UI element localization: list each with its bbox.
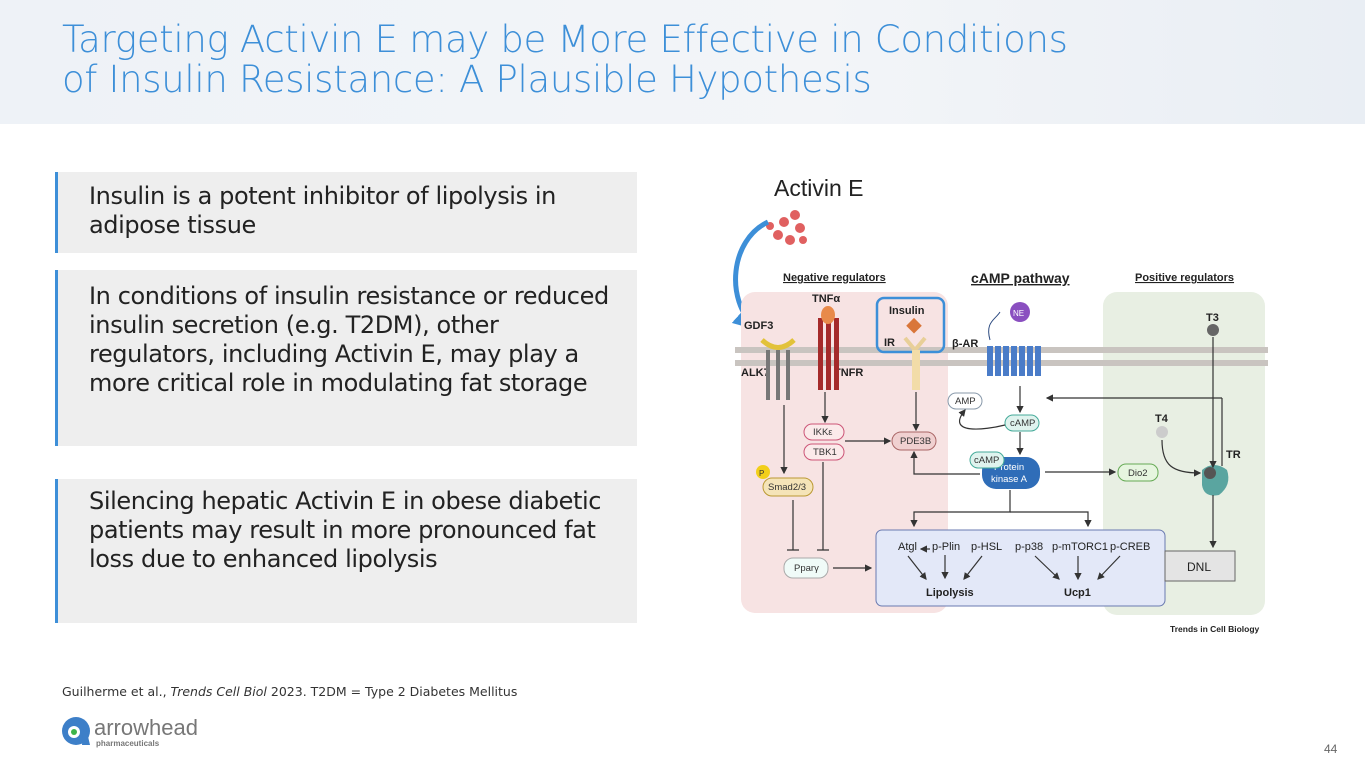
activin-e-label: Activin E <box>774 175 863 201</box>
p-mtorc1-label: p-mTORC1 <box>1052 541 1108 553</box>
diagram-source: Trends in Cell Biology <box>1170 624 1260 634</box>
camp-bound-node: cAMP <box>974 455 999 466</box>
bullet-text: Insulin is a potent inhibitor of lipolys… <box>89 182 556 239</box>
pde3b-node: PDE3B <box>900 436 931 447</box>
gdf3-label: GDF3 <box>744 320 773 332</box>
tr-label: TR <box>1226 449 1241 461</box>
ikke-node: IKKε <box>813 427 833 438</box>
smad-node: Smad2/3 <box>768 482 806 493</box>
logo-name: arrowhead <box>94 715 198 740</box>
t3-label: T3 <box>1206 312 1219 324</box>
pka-label-2: kinase A <box>991 474 1028 485</box>
arrowhead-logo: arrowhead pharmaceuticals <box>60 715 220 754</box>
p-p38-label: p-p38 <box>1015 541 1043 553</box>
bullet-text: Silencing hepatic Activin E in obese dia… <box>89 487 602 573</box>
citation-rest: 2023. T2DM = Type 2 Diabetes Mellitus <box>266 684 518 699</box>
bullet-box-3: Silencing hepatic Activin E in obese dia… <box>55 479 637 623</box>
tbk1-node: TBK1 <box>813 447 837 458</box>
bullet-box-2: In conditions of insulin resistance or r… <box>55 270 637 446</box>
p-hsl-label: p-HSL <box>971 541 1002 553</box>
negative-regulators-heading: Negative regulators <box>783 272 886 284</box>
amp-node: AMP <box>955 396 976 407</box>
dio2-node: Dio2 <box>1128 468 1148 479</box>
logo-sub: pharmaceuticals <box>96 739 160 748</box>
title-line-1: Targeting Activin E may be More Effectiv… <box>62 18 1068 61</box>
tnfa-label: TNFα <box>812 293 840 305</box>
bullet-text: In conditions of insulin resistance or r… <box>89 282 609 397</box>
beta-ar-label: β-AR <box>952 338 978 350</box>
pka-label-1: Protein <box>994 462 1024 473</box>
bullet-box-1: Insulin is a potent inhibitor of lipolys… <box>55 172 637 253</box>
page-number: 44 <box>1324 742 1338 756</box>
phospho-label: P <box>759 469 764 478</box>
insulin-highlight-box <box>875 296 946 354</box>
tnfr-label: TNFR <box>834 367 863 379</box>
receptor-icons <box>760 306 1229 496</box>
p-creb-label: p-CREB <box>1110 541 1150 553</box>
camp-pathway-heading: cAMP pathway <box>971 270 1070 286</box>
dnl-box <box>1164 550 1236 582</box>
header-band <box>0 0 1365 124</box>
activin-particles-icon <box>766 210 807 245</box>
citation-authors: Guilherme et al., <box>62 684 171 699</box>
citation: Guilherme et al., Trends Cell Biol 2023.… <box>62 684 517 699</box>
camp-node: cAMP <box>1010 418 1035 429</box>
ucp1-label: Ucp1 <box>1064 587 1091 599</box>
insulin-label: Insulin <box>889 305 925 317</box>
t4-label: T4 <box>1155 413 1169 425</box>
ppary-node: Pparγ <box>794 563 819 574</box>
page-title: Targeting Activin E may be More Effectiv… <box>62 20 1068 100</box>
ir-label: IR <box>884 337 895 349</box>
citation-journal: Trends Cell Biol <box>170 684 267 699</box>
alk7-label: ALK7 <box>741 367 770 379</box>
title-line-2: of Insulin Resistance: A Plausible Hypot… <box>62 58 872 101</box>
ne-label: NE <box>1013 309 1024 318</box>
pathway-arrows <box>780 337 1223 581</box>
dnl-label: DNL <box>1187 560 1211 574</box>
atgl-label: Atgl <box>898 541 917 553</box>
positive-regulators-heading: Positive regulators <box>1135 272 1234 284</box>
lipolysis-label: Lipolysis <box>926 587 974 599</box>
p-plin-label: p-Plin <box>932 541 960 553</box>
